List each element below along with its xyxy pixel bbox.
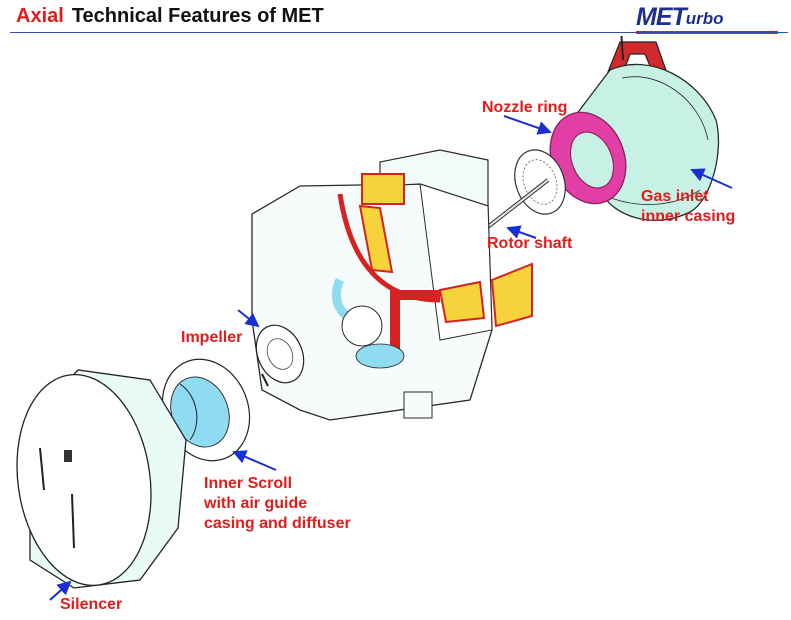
label-rotor-shaft: Rotor shaft xyxy=(487,235,573,252)
slide-header: Axial Technical Features of MET METurbo xyxy=(0,0,791,36)
silencer-part xyxy=(16,369,187,589)
label-gas-inlet-inner-casing: Gas inlet inner casing xyxy=(641,188,736,225)
title-text: Technical Features of MET xyxy=(71,5,324,27)
gas-inlet-arrow xyxy=(690,168,733,189)
label-nozzle-ring: Nozzle ring xyxy=(482,99,568,116)
rotor-shaft-arrow xyxy=(506,225,537,239)
impeller-arrow xyxy=(237,309,260,328)
logo-main-text: MET xyxy=(636,3,687,31)
impeller-part xyxy=(255,324,305,387)
label-impeller: Impeller xyxy=(181,329,243,346)
meturbo-logo: METurbo xyxy=(636,3,724,32)
slide-title: Axial Technical Features of MET xyxy=(16,4,324,28)
nozzle-ring-part xyxy=(549,111,627,205)
silencer-arrow xyxy=(49,580,72,601)
label-inner-scroll: Inner Scroll with air guide casing and d… xyxy=(204,475,351,532)
nozzle-ring-arrow xyxy=(503,115,552,135)
header-divider xyxy=(10,32,788,33)
turbocharger-exploded-view xyxy=(16,36,733,601)
compressor-casing-part xyxy=(251,149,533,421)
logo-sub-text: urbo xyxy=(685,9,724,28)
inner-scroll-arrow xyxy=(232,450,277,471)
label-silencer: Silencer xyxy=(60,596,123,613)
title-accent: Axial xyxy=(16,5,64,27)
callout-arrows xyxy=(49,115,733,601)
